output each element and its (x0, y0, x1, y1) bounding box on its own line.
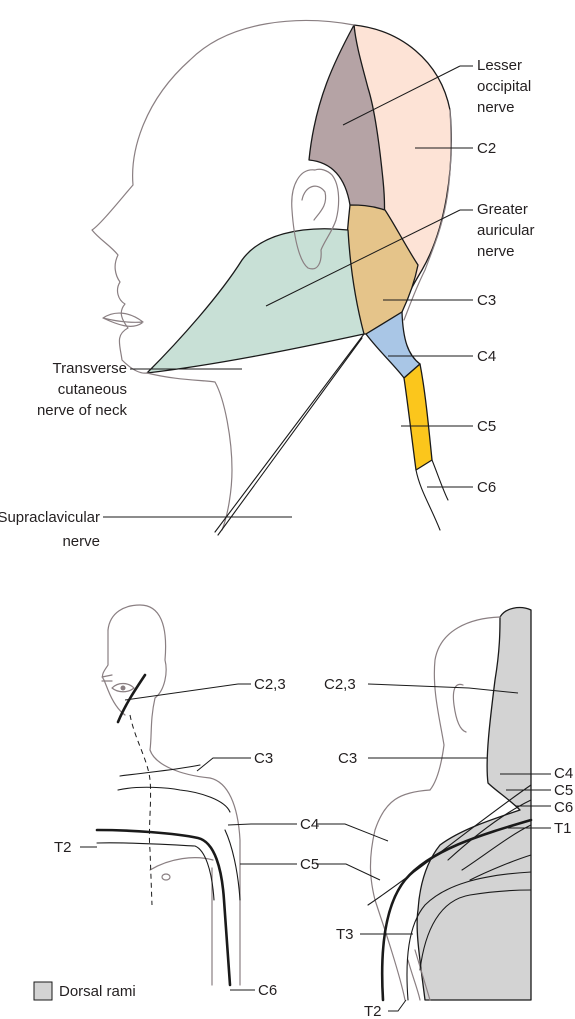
posterior-label-t3: T3 (336, 926, 354, 943)
posterior-label-t2: T2 (364, 1003, 382, 1019)
anterior-label-c6: C6 (258, 982, 277, 999)
anterior-t2-line (97, 830, 230, 985)
posterior-label-c4: C4 (554, 765, 573, 782)
label-c4: C4 (477, 348, 496, 365)
anterior-c3-band-lower (118, 787, 230, 812)
supraclavicular-line (215, 334, 364, 532)
posterior-label-t1: T1 (554, 820, 572, 837)
anterior-figure: C2,3 C3 C4 T2 C5 C6 (54, 605, 319, 999)
legend: Dorsal rami (34, 982, 136, 1000)
head-lateral-figure: Lesser occipital nerve C2 Greater auricu… (0, 21, 535, 550)
legend-label: Dorsal rami (59, 983, 136, 1000)
anterior-nipple (162, 874, 170, 880)
anterior-jaw-line (118, 675, 145, 722)
label-greater-auricular-1: Greater (477, 201, 528, 218)
posterior-label-c3: C3 (338, 750, 357, 767)
zone-c5 (404, 364, 432, 470)
label-transverse-2: cutaneous (58, 381, 127, 398)
label-lesser-occipital-2: occipital (477, 78, 531, 95)
anterior-label-t2: T2 (54, 839, 72, 856)
anterior-midline (130, 715, 152, 905)
anterior-chest-fold (150, 858, 213, 870)
ear-inner (302, 186, 326, 220)
label-transverse-3: nerve of neck (37, 402, 128, 419)
zone-transverse-cutaneous (147, 229, 364, 373)
neck-front-outline (147, 373, 232, 530)
posterior-label-c6: C6 (554, 799, 573, 816)
label-supraclavicular-1: Supraclavicular (0, 509, 100, 526)
label-greater-auricular-3: nerve (477, 243, 515, 260)
supraclavicular-line-2 (218, 338, 362, 535)
anterior-c5-c6-line (225, 830, 240, 900)
anterior-label-c3: C3 (254, 750, 273, 767)
posterior-label-c5: C5 (554, 782, 573, 799)
c5-c6-boundary (416, 470, 440, 530)
anterior-head-outline (108, 605, 166, 750)
label-c6: C6 (477, 479, 496, 496)
anterior-face-outline (103, 630, 125, 715)
shoulder-line (432, 460, 448, 500)
label-lesser-occipital-3: nerve (477, 99, 515, 116)
label-supraclavicular-2: nerve (62, 533, 100, 550)
anterior-label-c23: C2,3 (254, 676, 286, 693)
anterior-pupil (121, 686, 126, 691)
legend-swatch (34, 982, 52, 1000)
label-c2: C2 (477, 140, 496, 157)
posterior-label-c23: C2,3 (324, 676, 356, 693)
label-transverse-1: Transverse (53, 360, 127, 377)
label-lesser-occipital-1: Lesser (477, 57, 522, 74)
label-c3: C3 (477, 292, 496, 309)
label-c5: C5 (477, 418, 496, 435)
label-greater-auricular-2: auricular (477, 222, 535, 239)
posterior-ear (453, 684, 466, 732)
posterior-figure: C2,3 C3 C4 C5 C6 T1 T3 T2 (316, 608, 573, 1019)
anterior-t2-lower (97, 843, 214, 900)
